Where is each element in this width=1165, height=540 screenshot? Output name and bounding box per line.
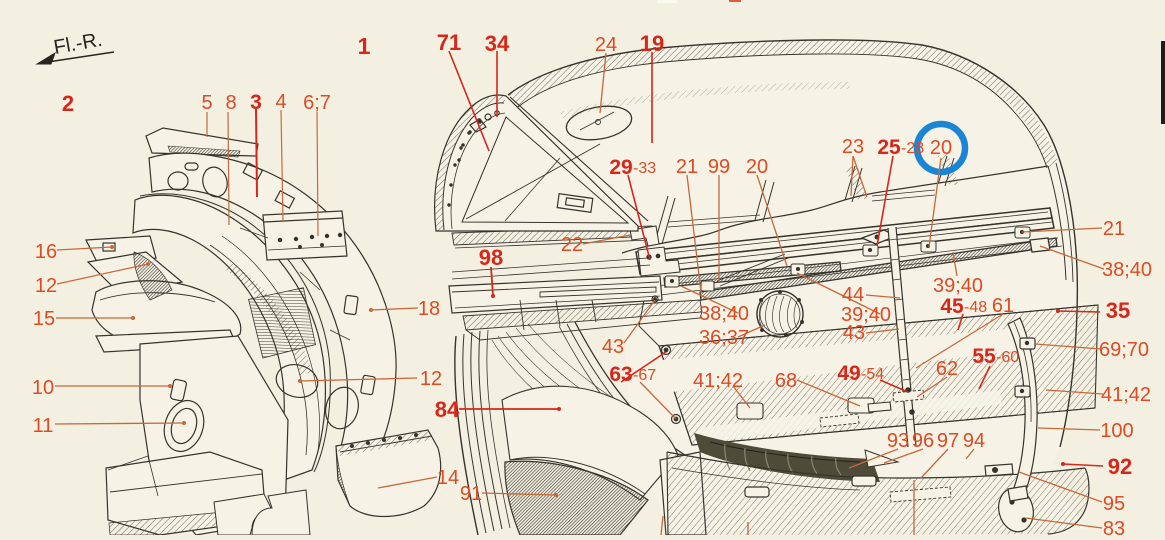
svg-text:12: 12 (35, 275, 57, 297)
svg-text:62: 62 (936, 358, 958, 380)
svg-text:-67: -67 (633, 367, 656, 384)
svg-text:34: 34 (485, 31, 510, 56)
svg-text:49: 49 (837, 362, 860, 385)
svg-text:55: 55 (972, 345, 996, 368)
svg-text:22: 22 (561, 234, 583, 256)
svg-text:19: 19 (640, 31, 664, 56)
svg-text:-33: -33 (633, 160, 656, 177)
svg-text:100: 100 (1100, 420, 1133, 442)
svg-text:38;40: 38;40 (699, 303, 749, 325)
svg-text:99: 99 (708, 156, 730, 178)
svg-text:29: 29 (609, 156, 632, 179)
svg-text:71: 71 (437, 30, 461, 55)
svg-text:5: 5 (201, 92, 212, 114)
svg-text:92: 92 (1108, 454, 1132, 479)
svg-text:45: 45 (940, 295, 964, 318)
svg-text:3: 3 (250, 91, 262, 114)
svg-text:20: 20 (746, 156, 768, 178)
svg-text:94: 94 (963, 430, 985, 452)
svg-text:8: 8 (225, 92, 236, 114)
svg-text:-54: -54 (861, 366, 884, 383)
svg-text:39;40: 39;40 (933, 275, 983, 297)
svg-text:24: 24 (595, 34, 617, 56)
svg-text:38;40: 38;40 (1102, 259, 1152, 281)
svg-text:98: 98 (479, 245, 503, 270)
svg-text:41;42: 41;42 (693, 370, 743, 392)
svg-text:15: 15 (33, 308, 55, 330)
svg-text:84: 84 (435, 397, 460, 422)
svg-text:20: 20 (930, 137, 952, 159)
svg-text:-60: -60 (996, 349, 1019, 366)
svg-text:39;40: 39;40 (841, 304, 891, 326)
svg-text:44: 44 (842, 284, 864, 306)
svg-text:16: 16 (35, 241, 57, 263)
svg-text:43: 43 (602, 336, 624, 358)
svg-text:21: 21 (1103, 218, 1125, 240)
svg-text:21: 21 (676, 156, 698, 178)
svg-text:10: 10 (32, 377, 54, 399)
svg-text:11: 11 (33, 415, 54, 437)
svg-text:97: 97 (937, 430, 959, 452)
svg-text:35: 35 (1106, 298, 1130, 323)
svg-text:63: 63 (609, 363, 632, 386)
svg-text:4: 4 (275, 91, 286, 113)
svg-text:12: 12 (420, 368, 442, 390)
svg-text:95: 95 (1103, 493, 1125, 515)
svg-text:91: 91 (460, 483, 482, 505)
svg-text:93: 93 (887, 430, 909, 452)
svg-text:96: 96 (912, 430, 934, 452)
svg-text:36;37: 36;37 (699, 327, 749, 349)
svg-text:68: 68 (775, 370, 797, 392)
svg-text:6;7: 6;7 (303, 92, 331, 114)
svg-text:18: 18 (418, 298, 440, 320)
svg-text:-48: -48 (964, 299, 987, 316)
svg-text:23: 23 (842, 136, 864, 158)
svg-text:14: 14 (437, 467, 459, 489)
svg-text:2: 2 (62, 91, 74, 116)
svg-text:61: 61 (992, 295, 1014, 317)
svg-text:-28: -28 (901, 140, 924, 157)
svg-text:69;70: 69;70 (1099, 339, 1149, 361)
svg-text:25: 25 (877, 136, 901, 159)
svg-text:43: 43 (843, 322, 865, 344)
svg-text:1: 1 (358, 33, 371, 59)
svg-text:83: 83 (1103, 518, 1125, 535)
svg-text:41;42: 41;42 (1101, 384, 1151, 406)
